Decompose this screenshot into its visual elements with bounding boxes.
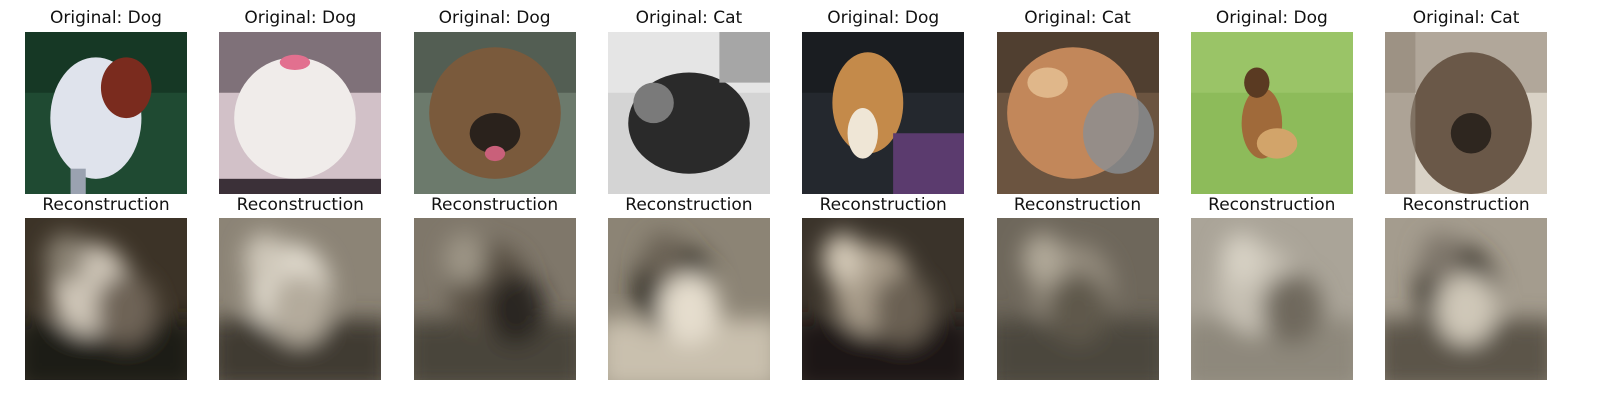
reconstruction-image-svg — [413, 218, 576, 380]
original-image — [219, 32, 382, 194]
reconstruction-image-svg — [996, 218, 1159, 380]
original-title: Original: Cat — [635, 8, 743, 28]
original-image-svg — [996, 32, 1159, 194]
original-image — [802, 32, 965, 194]
reconstruction-image-svg — [25, 218, 187, 380]
original-title: Original: Dog — [244, 8, 357, 28]
reconstruction-title: Reconstruction — [625, 195, 753, 215]
reconstruction-title: Reconstruction — [1013, 195, 1142, 215]
original-image-svg — [607, 32, 770, 194]
original-image — [413, 32, 576, 194]
original-image — [25, 32, 187, 194]
original-image-svg — [25, 32, 187, 194]
original-image-svg — [802, 32, 965, 194]
reconstruction-image-svg — [607, 218, 770, 380]
original-title: Original: Cat — [1412, 8, 1520, 28]
reconstruction-image-svg — [1190, 218, 1353, 380]
original-image-svg — [413, 32, 576, 194]
reconstruction-image — [413, 218, 576, 380]
reconstruction-image — [802, 218, 965, 380]
original-image — [1385, 32, 1548, 194]
reconstruction-title: Reconstruction — [430, 195, 559, 215]
original-title: Original: Cat — [1024, 8, 1131, 28]
reconstruction-image — [607, 218, 770, 380]
reconstruction-image-svg — [219, 218, 382, 380]
original-image-svg — [1385, 32, 1548, 194]
original-title: Original: Dog — [50, 8, 162, 28]
reconstruction-image — [996, 218, 1159, 380]
reconstruction-image-svg — [802, 218, 965, 380]
reconstruction-image — [1385, 218, 1548, 380]
original-image — [996, 32, 1159, 194]
original-image — [1190, 32, 1353, 194]
reconstruction-title: Reconstruction — [236, 195, 364, 215]
reconstruction-image — [1190, 218, 1353, 380]
reconstruction-title: Reconstruction — [1402, 195, 1530, 215]
original-image-svg — [1190, 32, 1353, 194]
original-title: Original: Dog — [1215, 8, 1328, 28]
reconstruction-title: Reconstruction — [1208, 195, 1336, 215]
original-title: Original: Dog — [438, 8, 551, 28]
reconstruction-image — [219, 218, 382, 380]
reconstruction-image — [25, 218, 187, 380]
reconstruction-image-svg — [1385, 218, 1548, 380]
reconstruction-title: Reconstruction — [819, 195, 947, 215]
reconstruction-title: Reconstruction — [42, 195, 170, 215]
original-image-svg — [219, 32, 382, 194]
original-image — [607, 32, 770, 194]
original-title: Original: Dog — [827, 8, 940, 28]
